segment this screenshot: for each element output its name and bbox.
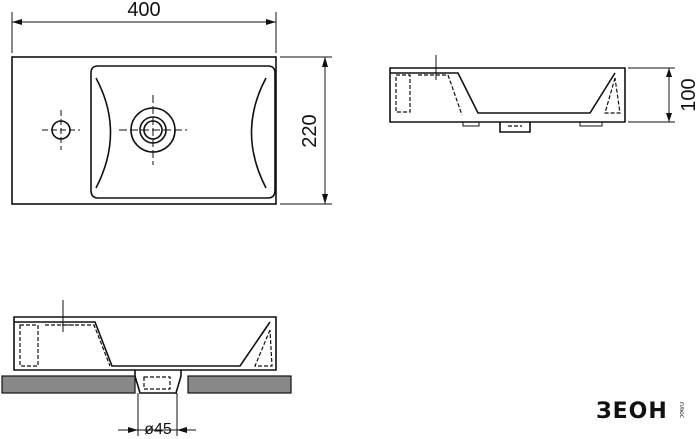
basin-top-outline: [11, 56, 277, 205]
section-outline: [13, 316, 277, 371]
drain-hole: [119, 95, 187, 165]
top-view: 400 220: [11, 0, 332, 205]
bowl-outline: [90, 65, 276, 199]
brand-logo: ЗЕОН плюс: [596, 399, 685, 424]
side-outline: [389, 67, 626, 123]
bowl-right-curve: [250, 77, 267, 189]
depth-dimension: 220: [280, 56, 332, 205]
depth-label: 220: [299, 114, 321, 147]
installed-section: ø45: [1, 300, 292, 438]
width-dimension: 400: [11, 0, 277, 53]
width-label: 400: [127, 0, 160, 21]
drain-diameter-label: ø45: [144, 421, 172, 438]
height-label: 100: [678, 78, 700, 111]
countertop-right: [187, 375, 292, 394]
countertop-left: [1, 375, 136, 394]
brand-tagline: плюс: [678, 402, 685, 418]
bowl-left-curve: [95, 77, 112, 189]
brand-name: ЗЕОН: [596, 399, 668, 424]
tap-hole: [42, 110, 80, 150]
side-view: 100: [389, 55, 700, 133]
side-bowl-profile: [390, 72, 616, 114]
